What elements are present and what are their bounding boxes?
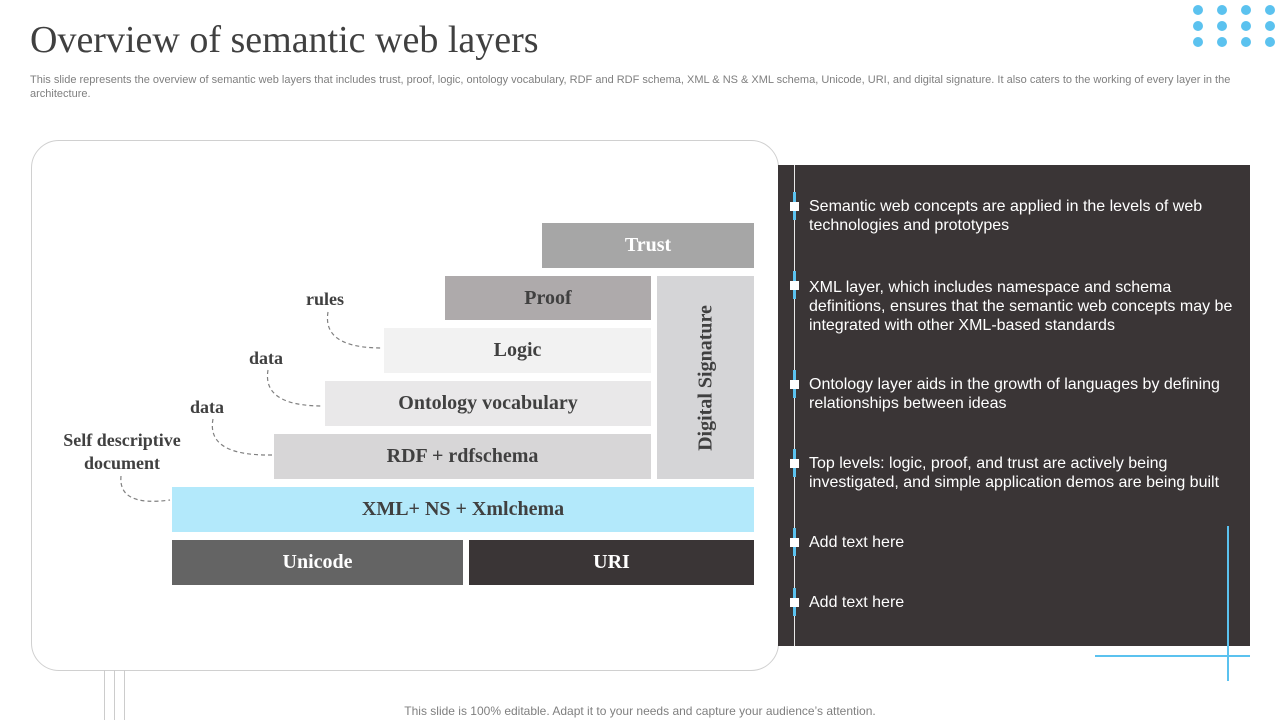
info-panel xyxy=(778,165,1250,646)
bullet-marker xyxy=(790,459,799,468)
layer-uri-label: URI xyxy=(593,551,630,573)
layer-logic-label: Logic xyxy=(493,339,542,361)
layer-proof-label: Proof xyxy=(524,286,572,309)
timeline-line xyxy=(794,165,795,646)
annotation-data-lower: data xyxy=(190,397,225,417)
bullet-marker xyxy=(790,202,799,211)
layer-ontology-vocabulary: Ontology vocabulary xyxy=(325,381,651,426)
annotation-data-upper: data xyxy=(249,348,284,368)
bullet-marker xyxy=(790,380,799,389)
page-title: Overview of semantic web layers xyxy=(30,19,539,61)
layer-ontology-label: Ontology vocabulary xyxy=(398,392,578,414)
layer-unicode: Unicode xyxy=(172,540,463,585)
footer-note: This slide is 100% editable. Adapt it to… xyxy=(404,704,876,718)
annotation-self-desc-line2: document xyxy=(84,453,160,473)
decorative-dot-grid xyxy=(1190,2,1280,48)
decorative-lines xyxy=(104,670,126,720)
layer-uri: URI xyxy=(469,540,754,585)
annotation-self-descriptive-document: Self descriptive document xyxy=(52,429,192,475)
info-bullet: Top levels: logic, proof, and trust are … xyxy=(809,455,1220,491)
annotation-self-desc-line1: Self descriptive xyxy=(63,430,181,450)
decorative-accent-vertical xyxy=(1227,526,1229,681)
info-bullet: XML layer, which includes namespace and … xyxy=(809,279,1233,334)
info-bullet: Add text here xyxy=(809,594,905,611)
info-bullet: Ontology layer aids in the growth of lan… xyxy=(809,376,1220,412)
layer-trust: Trust xyxy=(542,223,754,268)
layer-xml: XML+ NS + Xmlchema xyxy=(172,487,754,532)
layer-rdf-label: RDF + rdfschema xyxy=(386,445,539,467)
page-subtitle: This slide represents the overview of se… xyxy=(30,74,1231,100)
layer-rdf: RDF + rdfschema xyxy=(274,434,651,479)
decorative-accent-horizontal xyxy=(1095,655,1250,657)
layer-xml-label: XML+ NS + Xmlchema xyxy=(361,498,565,520)
info-bullet: Add text here xyxy=(809,534,905,551)
bullet-marker xyxy=(790,598,799,607)
layer-unicode-label: Unicode xyxy=(282,551,353,573)
layer-proof: Proof xyxy=(445,276,651,320)
layer-digital-signature: Digital Signature xyxy=(657,276,754,479)
info-bullet: Semantic web concepts are applied in the… xyxy=(809,198,1203,234)
bullet-marker xyxy=(790,281,799,290)
bullet-marker xyxy=(790,538,799,547)
layer-signature-label: Digital Signature xyxy=(694,304,716,451)
layer-trust-label: Trust xyxy=(624,234,672,256)
layer-logic: Logic xyxy=(384,328,651,373)
annotation-rules: rules xyxy=(306,289,344,309)
